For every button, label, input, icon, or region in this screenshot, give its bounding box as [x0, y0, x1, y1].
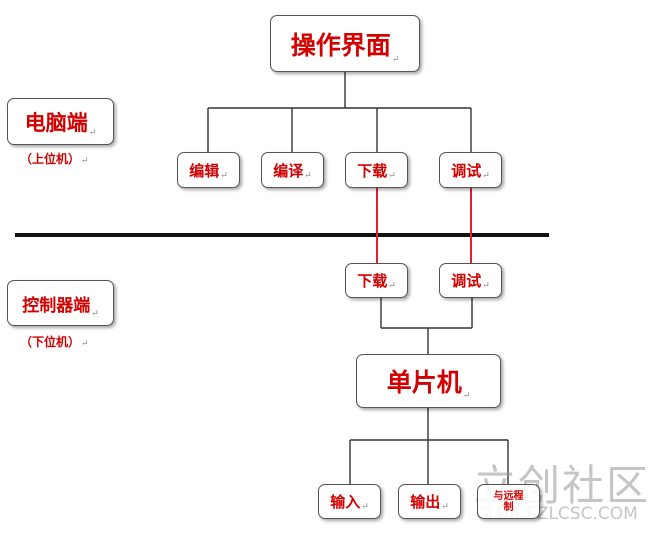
download-top-node: 下载↵ [345, 152, 408, 188]
ui-node: 操作界面↵ [270, 15, 420, 72]
ui-node-label: 操作界面 [290, 30, 391, 60]
mcu-node: 单片机↵ [356, 354, 501, 408]
output-node: 输出↵ [398, 484, 461, 519]
debug-top-node: 调试↵ [439, 152, 502, 188]
controller-side-node: 控制器端↵ [7, 280, 114, 326]
download-bottom-node: 下载↵ [345, 263, 408, 298]
pc-side-node: 电脑端↵ [7, 98, 114, 145]
debug-bottom-node: 调试↵ [439, 263, 502, 298]
input-node: 输入↵ [318, 484, 381, 519]
controller-side-sublabel: （下位机）↵ [20, 335, 89, 349]
pc-side-label: 电脑端 [24, 109, 88, 135]
edit-node: 编辑↵ [177, 152, 240, 188]
pc-side-sublabel: （上位机）↵ [20, 152, 89, 166]
remote-control-node: 与远程 制 [477, 484, 540, 519]
controller-side-label: 控制器端 [22, 295, 91, 316]
compile-node: 编译↵ [261, 152, 324, 188]
